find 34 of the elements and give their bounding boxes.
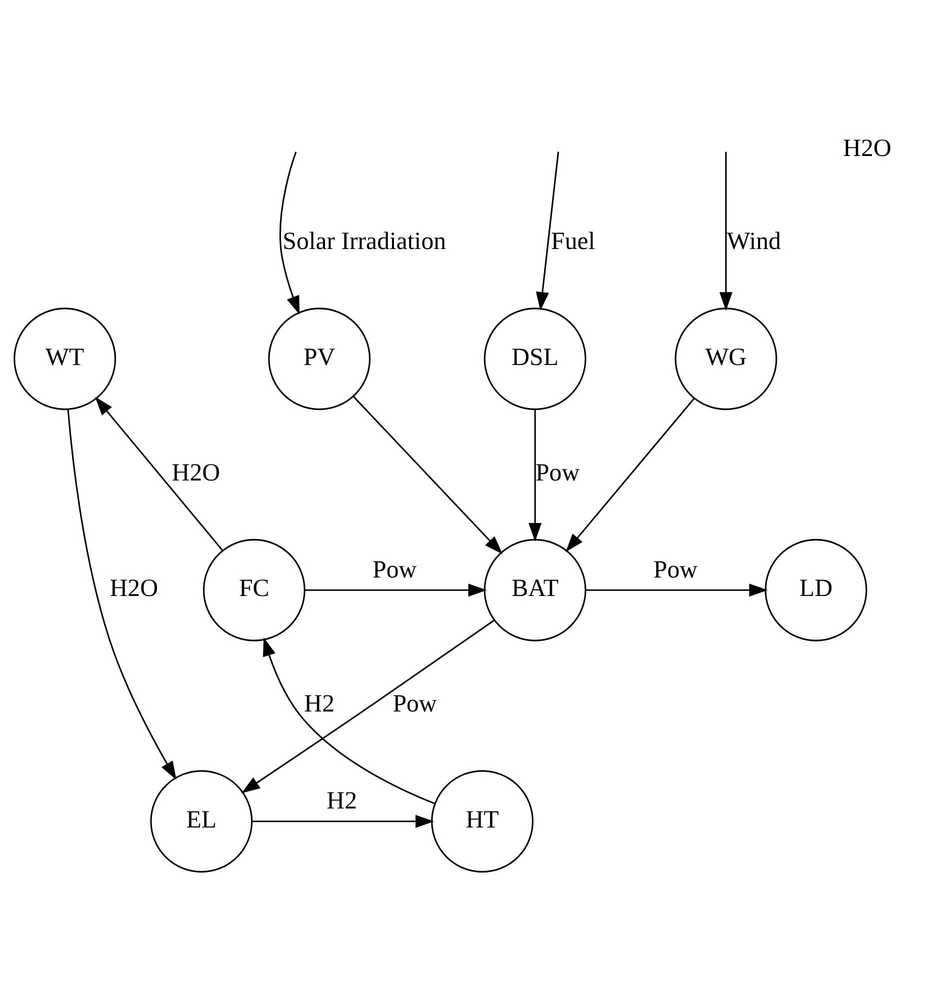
arrow [352, 396, 503, 554]
node-circle: WT [14, 308, 116, 410]
edge-label: Pow [535, 459, 580, 486]
node-circle: PV [268, 308, 371, 410]
node-circle: DSL [484, 308, 586, 410]
arrow [305, 584, 487, 597]
arrow [536, 152, 560, 311]
arrow [566, 398, 695, 552]
arrow [279, 152, 300, 315]
arrow [528, 409, 542, 542]
arrow [252, 814, 434, 828]
edge-label: Pow [372, 556, 417, 584]
edge-label: H2 [326, 788, 358, 815]
edge-label: Pow [392, 690, 437, 718]
arrow [67, 410, 176, 780]
label: H2O [843, 135, 892, 162]
node-circle: HT [431, 770, 534, 873]
arrow [262, 637, 436, 804]
node-circle: FC [202, 538, 306, 642]
edge-label: H2 [304, 690, 335, 718]
node-circle: WG [674, 308, 778, 410]
node-circle: BAT [484, 538, 586, 642]
edge-label: Wind [726, 228, 781, 256]
node-circle: EL [150, 770, 253, 873]
edge-label: Pow [653, 556, 698, 584]
edge-label: H2O [172, 459, 220, 486]
edge-label: H2O [110, 575, 158, 602]
arrow [719, 152, 732, 311]
node-circle: LD [764, 538, 868, 642]
arrow [241, 620, 495, 794]
arrow [586, 584, 768, 597]
arrow [95, 396, 223, 551]
edge-label: Solar Irradiation [282, 228, 446, 256]
edge-label: Fuel [551, 228, 596, 256]
